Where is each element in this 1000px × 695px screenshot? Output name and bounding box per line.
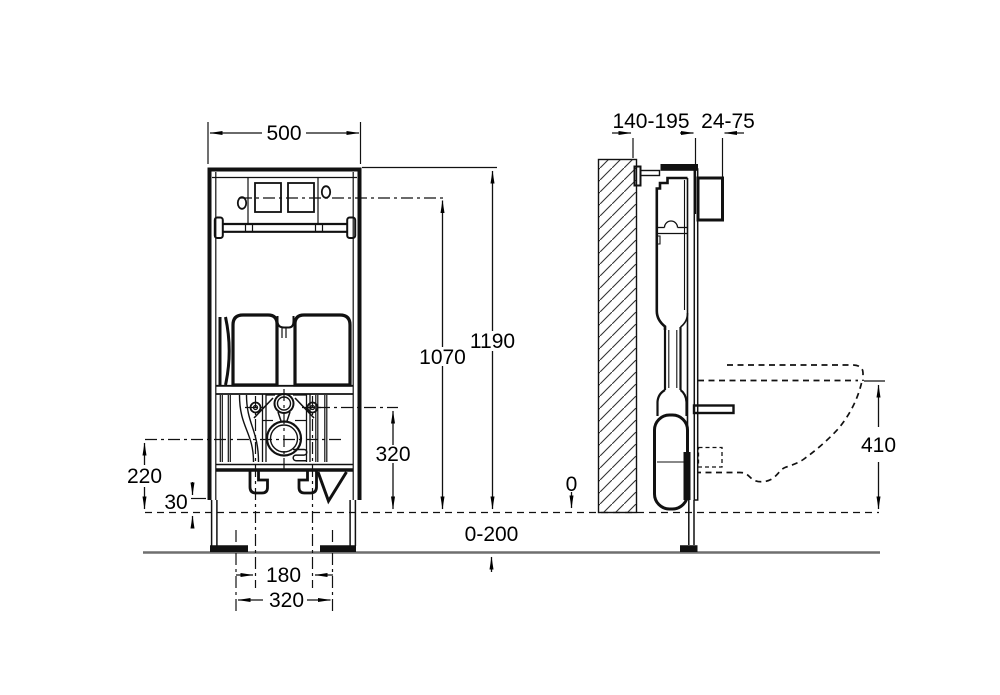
bracket-rod — [639, 169, 661, 177]
centerlines — [145, 197, 446, 612]
dim-pan-rim-height: 410 — [861, 434, 896, 457]
dim-frame-width: 500 — [266, 122, 301, 145]
dim-drain-axis-height: 220 — [127, 465, 162, 488]
toilet-bowl-outline — [698, 364, 864, 483]
frame-top-cap — [660, 164, 698, 171]
tank-right — [293, 313, 352, 387]
dim-frame-base-offset: 30 — [164, 491, 187, 514]
pan-hook-left — [248, 471, 269, 495]
dim-frame-height: 1190 — [470, 330, 515, 353]
screw-hole-right — [320, 185, 332, 199]
rail-clamp — [683, 452, 691, 500]
wall-bracket — [633, 165, 642, 187]
inlet-box — [696, 176, 724, 222]
front-view — [207, 167, 362, 552]
dim-fixing-bolt-spacing: 180 — [266, 564, 301, 587]
cistern-side — [653, 176, 691, 511]
level-lines — [143, 511, 880, 554]
cistern-front — [218, 313, 352, 387]
dim-anchor-spacing: 320 — [269, 589, 304, 612]
adjustable-feet — [210, 500, 357, 552]
flush-plate-assembly — [236, 177, 332, 223]
frame-outline — [207, 167, 362, 500]
side-view — [597, 158, 864, 552]
tank-left — [231, 313, 279, 387]
dim-actuation-axis-height: 1070 — [419, 346, 466, 369]
flush-mechanism — [219, 393, 328, 463]
corner-gusset — [316, 471, 348, 505]
dim-outlet-axis-height: 320 — [375, 443, 410, 466]
outlet-socket-dashed — [697, 446, 723, 468]
upper-cross-rail — [213, 216, 357, 239]
dim-finished-floor-level: 0 — [566, 473, 578, 496]
dim-floor-buildup-range: 0-200 — [465, 523, 519, 546]
dimensions: 500 1190 1070 320 220 30 180 320 0-200 — [127, 110, 896, 612]
pan-hook-right — [297, 471, 318, 495]
wall-section — [597, 158, 638, 514]
pan-support-bracket — [692, 404, 735, 415]
screw-hole-left — [236, 196, 248, 210]
dim-installation-depth-range: 140-195 — [612, 110, 689, 133]
dim-panel-clearance-range: 24-75 — [701, 110, 755, 133]
